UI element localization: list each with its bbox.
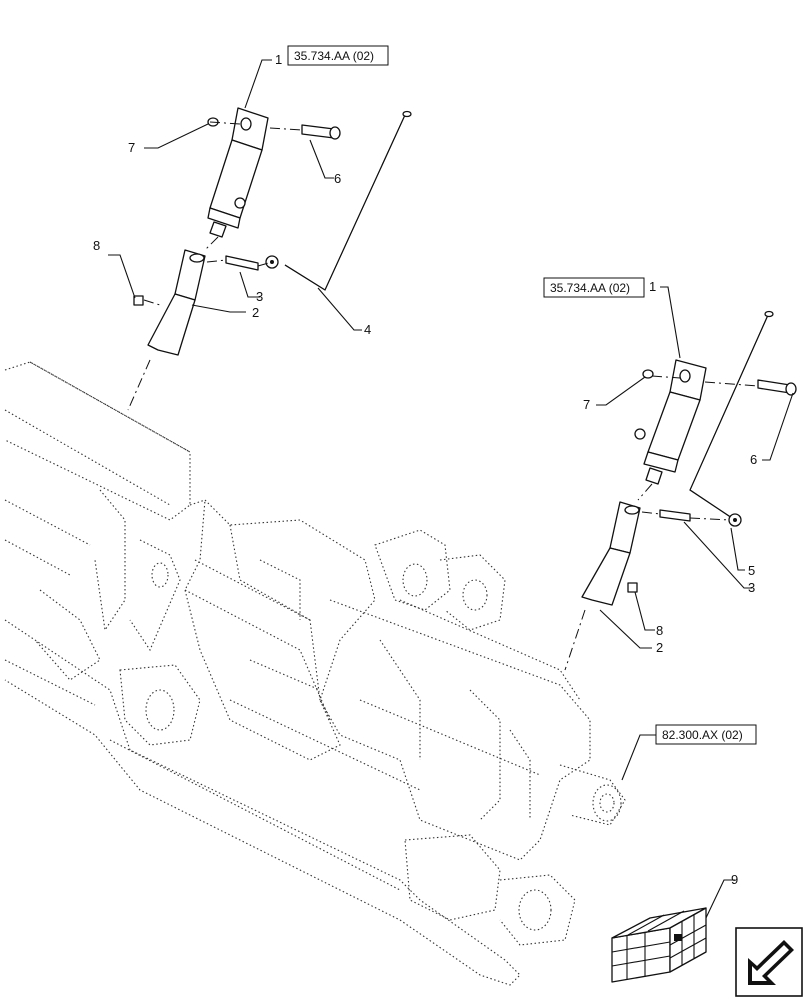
left-pin-6 — [301, 124, 335, 139]
callout-right-6: 6 — [750, 452, 757, 467]
callouts-right: 1 7 6 5 3 8 2 — [583, 279, 757, 655]
kit-box-icon: 9 — [611, 872, 738, 983]
right-rod-end — [581, 501, 641, 606]
callout-right-1: 1 — [649, 279, 656, 294]
reference-right-label: 35.734.AA (02) — [550, 281, 630, 295]
right-pin-3 — [659, 509, 691, 522]
left-cylinder — [207, 107, 269, 238]
callout-left-4: 4 — [364, 322, 371, 337]
callout-left-2: 2 — [252, 305, 259, 320]
reference-left[interactable]: 35.734.AA (02) — [287, 45, 389, 66]
left-pipe — [284, 114, 406, 291]
right-seal — [642, 369, 654, 379]
reference-frame[interactable]: 82.300.AX (02) — [655, 724, 757, 745]
reference-left-label: 35.734.AA (02) — [294, 49, 374, 63]
callout-right-7: 7 — [583, 397, 590, 412]
callout-left-6: 6 — [334, 171, 341, 186]
left-pin-3 — [225, 255, 259, 271]
loader-frame — [4, 361, 626, 986]
reference-right[interactable]: 35.734.AA (02) — [543, 277, 645, 298]
arrow-navigation-icon[interactable] — [735, 927, 803, 997]
callout-left-3: 3 — [256, 289, 263, 304]
callout-right-5: 5 — [748, 563, 755, 578]
callout-left-1: 1 — [275, 52, 282, 67]
callout-right-8: 8 — [656, 623, 663, 638]
right-grease-nipple — [627, 582, 638, 593]
callout-left-7: 7 — [128, 140, 135, 155]
left-rod-end — [147, 249, 206, 356]
reference-frame-label: 82.300.AX (02) — [662, 728, 743, 742]
right-assembly — [564, 286, 797, 781]
right-pipe — [689, 314, 769, 521]
callout-right-3: 3 — [748, 580, 755, 595]
right-cylinder — [634, 359, 707, 485]
callouts-left: 1 7 6 8 3 2 4 — [93, 52, 371, 337]
right-pin-6 — [757, 379, 791, 394]
left-grease-nipple — [133, 295, 144, 306]
left-assembly — [108, 59, 412, 411]
callout-left-8: 8 — [93, 238, 100, 253]
callout-right-2: 2 — [656, 640, 663, 655]
callout-kit-9: 9 — [731, 872, 738, 887]
